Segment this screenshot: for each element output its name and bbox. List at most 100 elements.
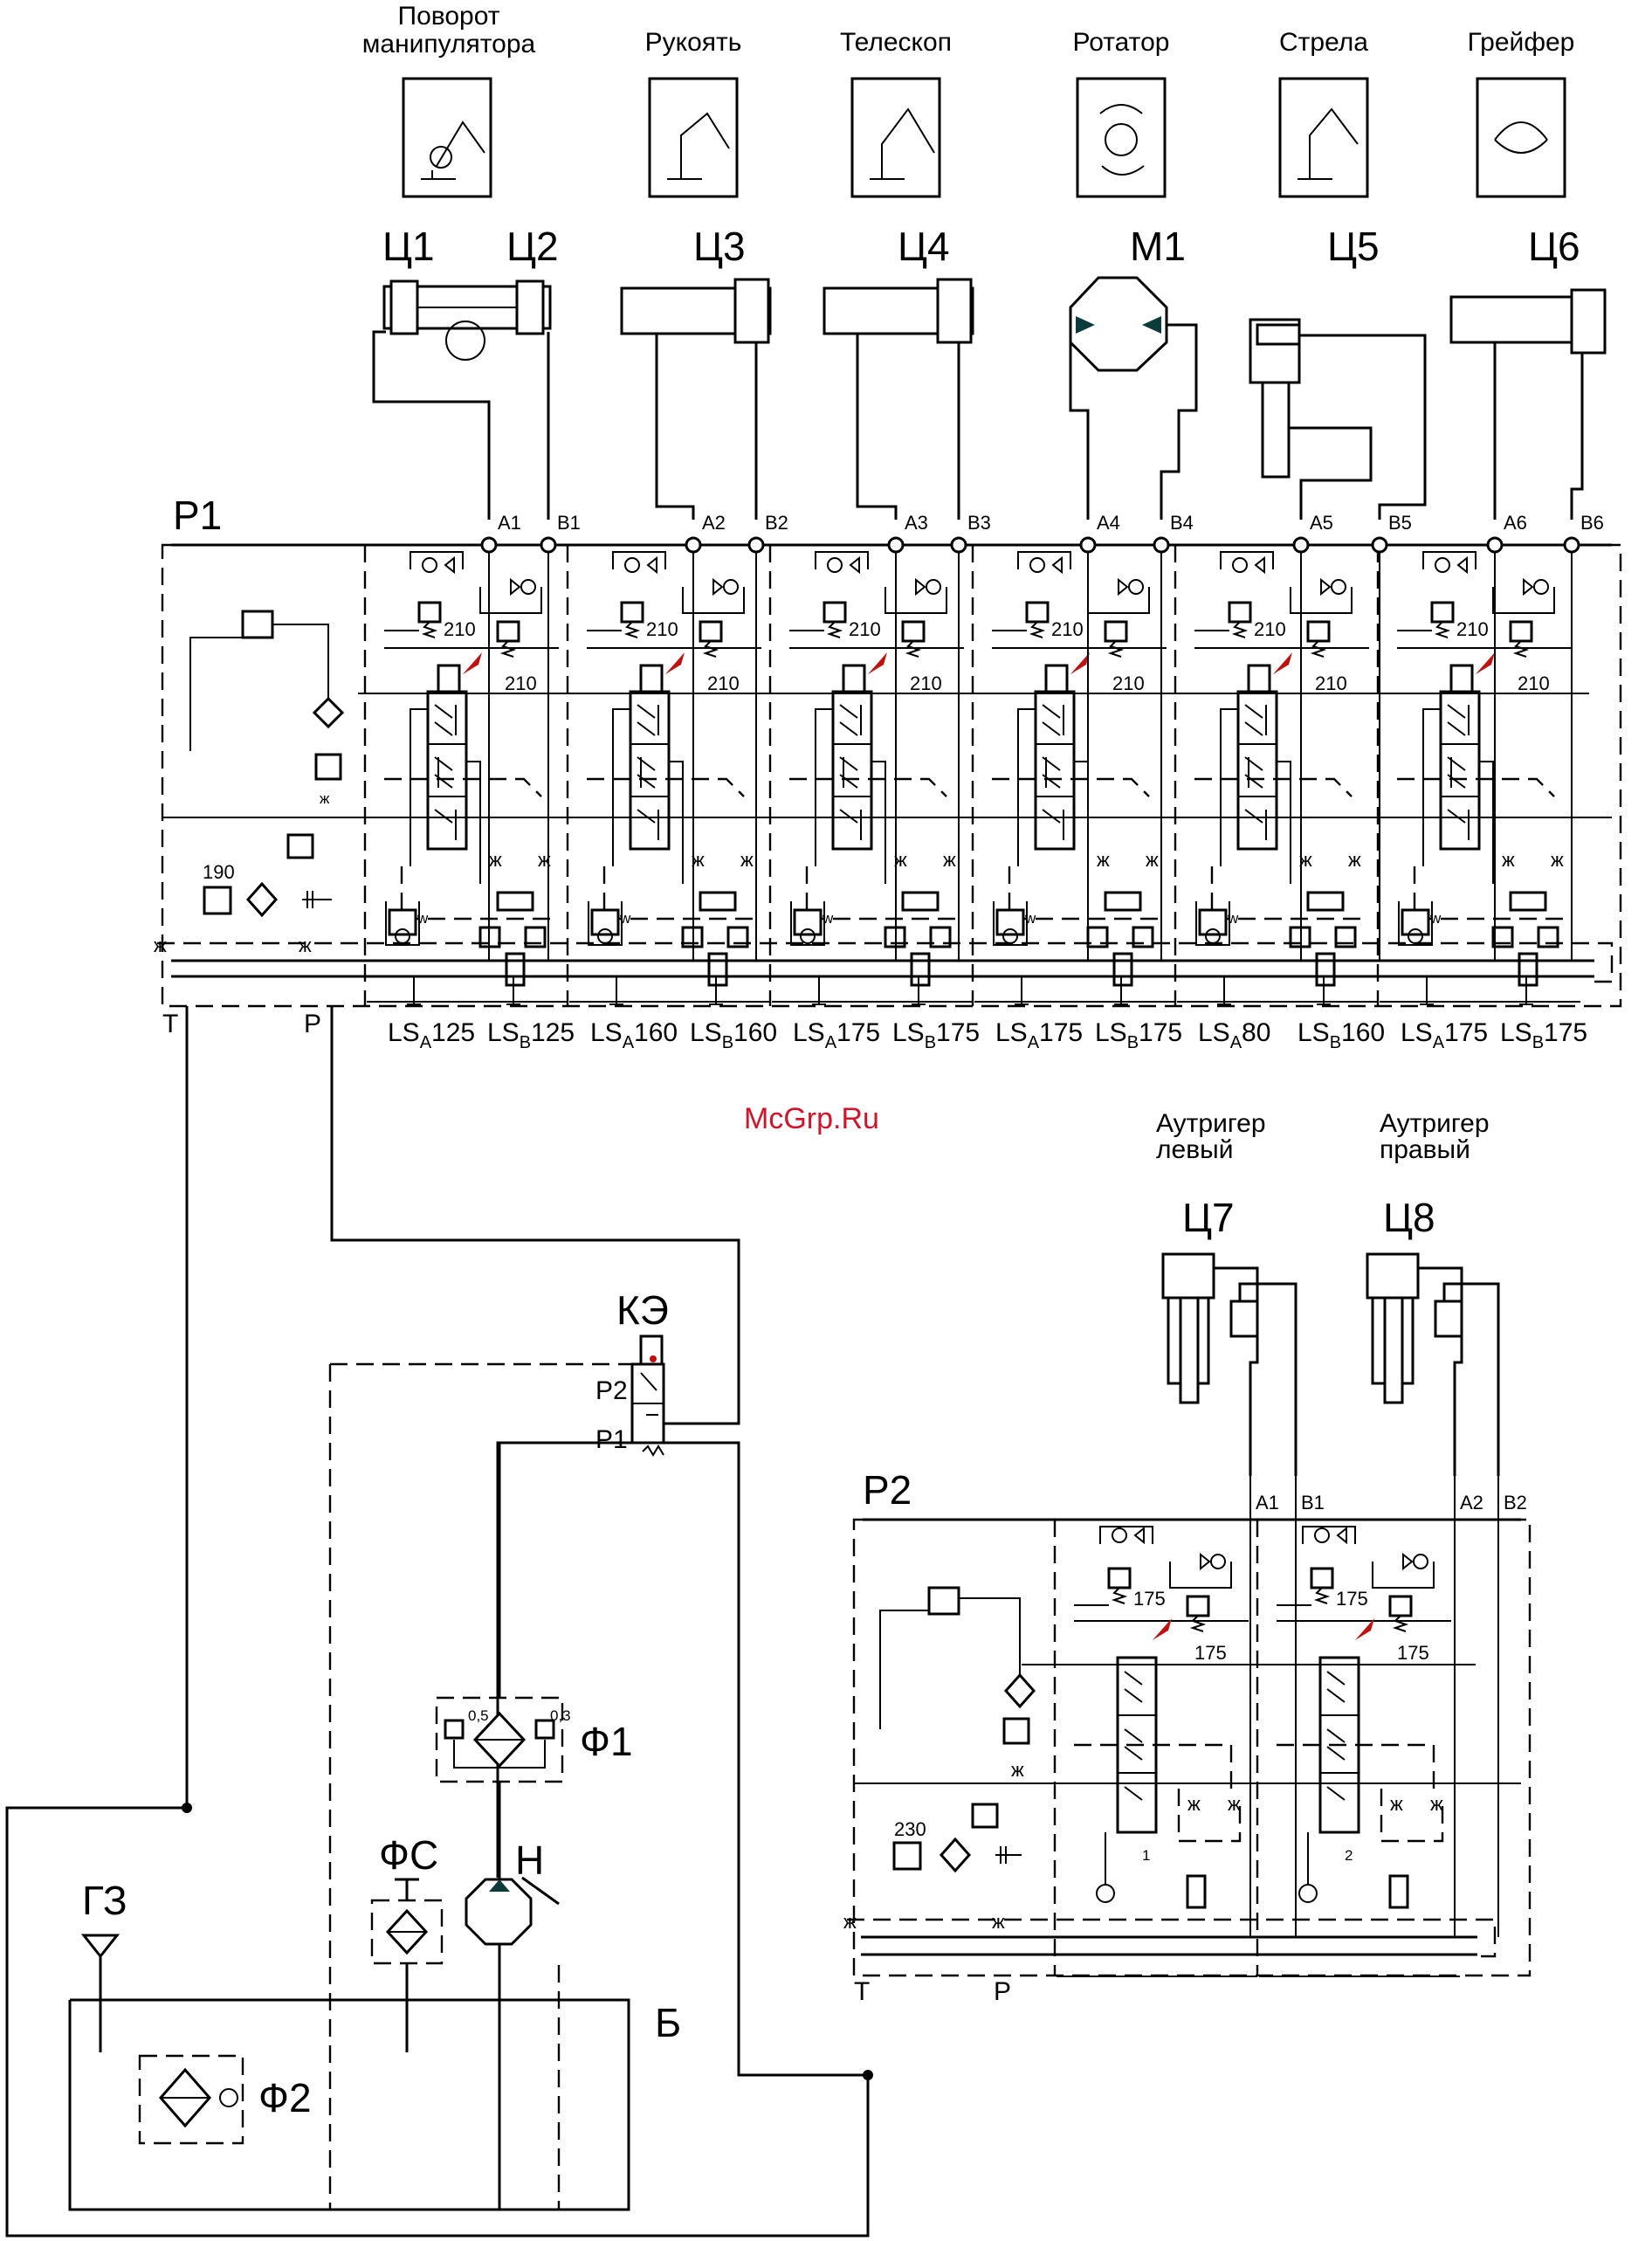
label-f1: Ф1 <box>580 1719 633 1764</box>
section-relief-label: 210 <box>1456 618 1489 640</box>
port-node <box>1371 536 1388 554</box>
section-relief-label: 210 <box>1254 618 1286 640</box>
actuators <box>372 276 1607 520</box>
actuator-labels: Ц1 Ц2 Ц3 Ц4 М1 Ц5 Ц6 <box>382 224 1580 269</box>
p1-port-label: B2 <box>765 512 788 534</box>
section-relief-label: 175 <box>1194 1642 1227 1664</box>
section-relief-label: 210 <box>849 618 881 640</box>
ls-b-label: LSB175 <box>1500 1018 1587 1052</box>
p1-port-label: A1 <box>498 512 521 534</box>
port-node <box>1079 536 1097 554</box>
p1-port-label: B5 <box>1388 512 1412 534</box>
section-relief-label: 175 <box>1397 1642 1429 1664</box>
function-icons <box>402 77 1566 198</box>
valve-block-p1: Р1 ж 190 ж ж <box>154 493 1622 1038</box>
section-relief-label: 210 <box>1112 672 1145 694</box>
p1-port-label: A5 <box>1310 512 1333 534</box>
port-node <box>1153 536 1170 554</box>
port-node <box>1563 536 1580 554</box>
label-solenoid: КЭ <box>616 1287 669 1333</box>
ls-a-label: LSA160 <box>590 1018 678 1052</box>
label-p2: Р2 <box>863 1467 912 1513</box>
label-f2: Ф2 <box>258 2075 312 2120</box>
p1-port-label: A4 <box>1097 512 1120 534</box>
p1-tank-port: Т <box>162 1010 178 1038</box>
port-node <box>950 536 967 554</box>
ls-a-label: LSA175 <box>1401 1018 1488 1052</box>
outrigger-right-1: Аутригер <box>1380 1109 1490 1138</box>
label-filler: ГЗ <box>82 1878 127 1923</box>
port-node <box>480 536 498 554</box>
f1-valve-2: 0,3 <box>550 1707 571 1724</box>
label-m1: М1 <box>1130 224 1186 269</box>
ls-a-label: LSA175 <box>793 1018 880 1052</box>
ls-b-label: LSB125 <box>487 1018 575 1052</box>
watermark: McGrp.Ru <box>744 1102 879 1135</box>
port-node <box>685 536 702 554</box>
ls-b-label: LSB160 <box>690 1018 777 1052</box>
solenoid-valve: КЭ Р2 Р1 <box>595 1287 669 1457</box>
p2-port-label: B2 <box>1504 1492 1527 1514</box>
f1-valve-1: 0,5 <box>468 1707 489 1724</box>
port-node <box>1486 536 1504 554</box>
section-relief-label: 210 <box>646 618 678 640</box>
label-rotation-2: манипулятора <box>362 30 536 59</box>
svg-text:ж: ж <box>843 1911 857 1933</box>
ls-b-label: LSB160 <box>1298 1018 1385 1052</box>
label-tank: Б <box>655 2000 681 2045</box>
p1-port-label: B6 <box>1580 512 1604 534</box>
section-relief-label: 210 <box>910 672 942 694</box>
valve-block-p2: Р2 230 ж ж ж Т Р 1 2 <box>843 1467 1532 2006</box>
filler: ГЗ <box>80 1878 127 2052</box>
label-rotation-1: Поворот <box>398 2 500 31</box>
svg-text:ж: ж <box>1011 1759 1024 1781</box>
port-node <box>887 536 905 554</box>
p1-port-label: B1 <box>557 512 581 534</box>
ls-b-label: LSB175 <box>892 1018 980 1052</box>
p1-port-label: A3 <box>905 512 928 534</box>
p2-tank-port: Т <box>854 1977 870 2006</box>
p1-ls-labels: LSA125 LSB125 LSA160 LSB160 LSA175 LSB175 LSA1… <box>388 976 1587 1052</box>
label-c4: Ц4 <box>898 224 950 269</box>
filter-f2: Ф2 <box>138 2054 312 2145</box>
p2-main-relief-label: 230 <box>894 1818 926 1840</box>
label-c6: Ц6 <box>1528 224 1580 269</box>
svg-text:ж: ж <box>320 790 330 807</box>
label-grapple: Грейфер <box>1468 28 1575 57</box>
solenoid-port-p2: Р2 <box>595 1376 628 1405</box>
solenoid-port-p1: Р1 <box>595 1425 628 1454</box>
outrigger-left-2: левый <box>1156 1135 1233 1164</box>
p1-port-label: A6 <box>1504 512 1527 534</box>
main-piping <box>5 1006 873 2238</box>
outrigger-right-2: правый <box>1380 1135 1470 1164</box>
label-boom: Стрела <box>1279 28 1368 57</box>
section-relief-label: 210 <box>1315 672 1347 694</box>
ls-b-label: LSB175 <box>1095 1018 1182 1052</box>
p1-port-label: A2 <box>702 512 726 534</box>
p1-main-relief-label: 190 <box>203 861 235 883</box>
label-p1: Р1 <box>173 493 222 538</box>
svg-text:ж: ж <box>992 1911 1005 1933</box>
p1-pressure-port: Р <box>304 1010 321 1038</box>
svg-text:ж: ж <box>299 934 312 956</box>
outrigger-left-1: Аутригер <box>1156 1109 1266 1138</box>
tank: Б <box>68 1998 681 2211</box>
function-labels: Поворот манипулятора Рукоять Телескоп Ро… <box>362 2 1575 59</box>
outriggers: Аутригер левый Аутригер правый Ц7 Ц8 <box>1156 1109 1500 1476</box>
ls-a-label: LSA175 <box>995 1018 1083 1052</box>
label-c2: Ц2 <box>506 224 559 269</box>
port-node <box>1292 536 1310 554</box>
label-c8: Ц8 <box>1383 1195 1435 1240</box>
section-relief-label: 175 <box>1133 1588 1166 1610</box>
p2-section-number-2: 2 <box>1345 1847 1353 1864</box>
ls-a-label: LSA125 <box>388 1018 475 1052</box>
breather: ФС <box>370 1832 444 2052</box>
section-relief-label: 210 <box>707 672 740 694</box>
p1-port-label: B3 <box>967 512 991 534</box>
port-node <box>540 536 557 554</box>
port-node <box>747 536 765 554</box>
label-c7: Ц7 <box>1182 1195 1235 1240</box>
